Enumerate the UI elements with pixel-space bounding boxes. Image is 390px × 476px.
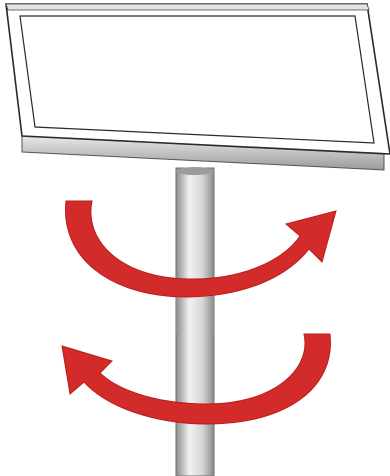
rotation-arrow-bottom <box>61 333 331 425</box>
rotation-arrow-top <box>65 200 337 298</box>
panel-inner-frame <box>19 15 375 144</box>
panel-outer-frame <box>5 3 390 155</box>
arrow-top-shape <box>65 200 337 298</box>
pole-top-cap <box>176 167 214 175</box>
arrow-bottom-shape <box>61 333 331 425</box>
panel-top-edge <box>5 3 370 11</box>
solar-panel <box>5 3 390 171</box>
